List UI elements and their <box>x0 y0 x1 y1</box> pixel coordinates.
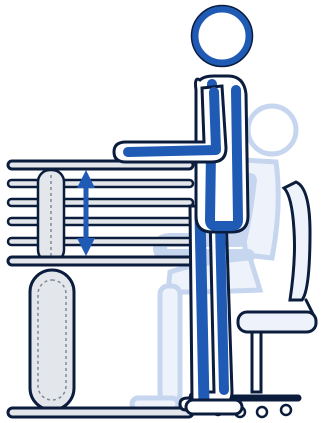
chair-caster <box>281 405 291 415</box>
standing-person-back-leg-stroke <box>220 224 224 390</box>
sitting-person-head <box>248 106 296 154</box>
standing-person-icon <box>114 6 253 415</box>
chair-caster <box>257 407 267 417</box>
desk-top-lowered <box>8 257 193 265</box>
desk-ghost-top <box>8 218 193 225</box>
double-arrow-icon <box>77 170 95 256</box>
desk-ghost-top <box>8 199 193 206</box>
standing-person-head <box>195 9 249 63</box>
desk-foot <box>8 408 193 417</box>
sitting-person-lower-leg <box>160 286 180 402</box>
arrow-head-down <box>77 238 95 256</box>
chair-column <box>252 332 261 392</box>
standing-person-foot <box>186 400 242 414</box>
chair-seat <box>238 312 316 332</box>
desk-leg <box>30 270 74 410</box>
chair-backrest <box>284 182 310 300</box>
desk-ghost-top <box>8 180 193 187</box>
desk-ghost-top <box>8 238 193 245</box>
